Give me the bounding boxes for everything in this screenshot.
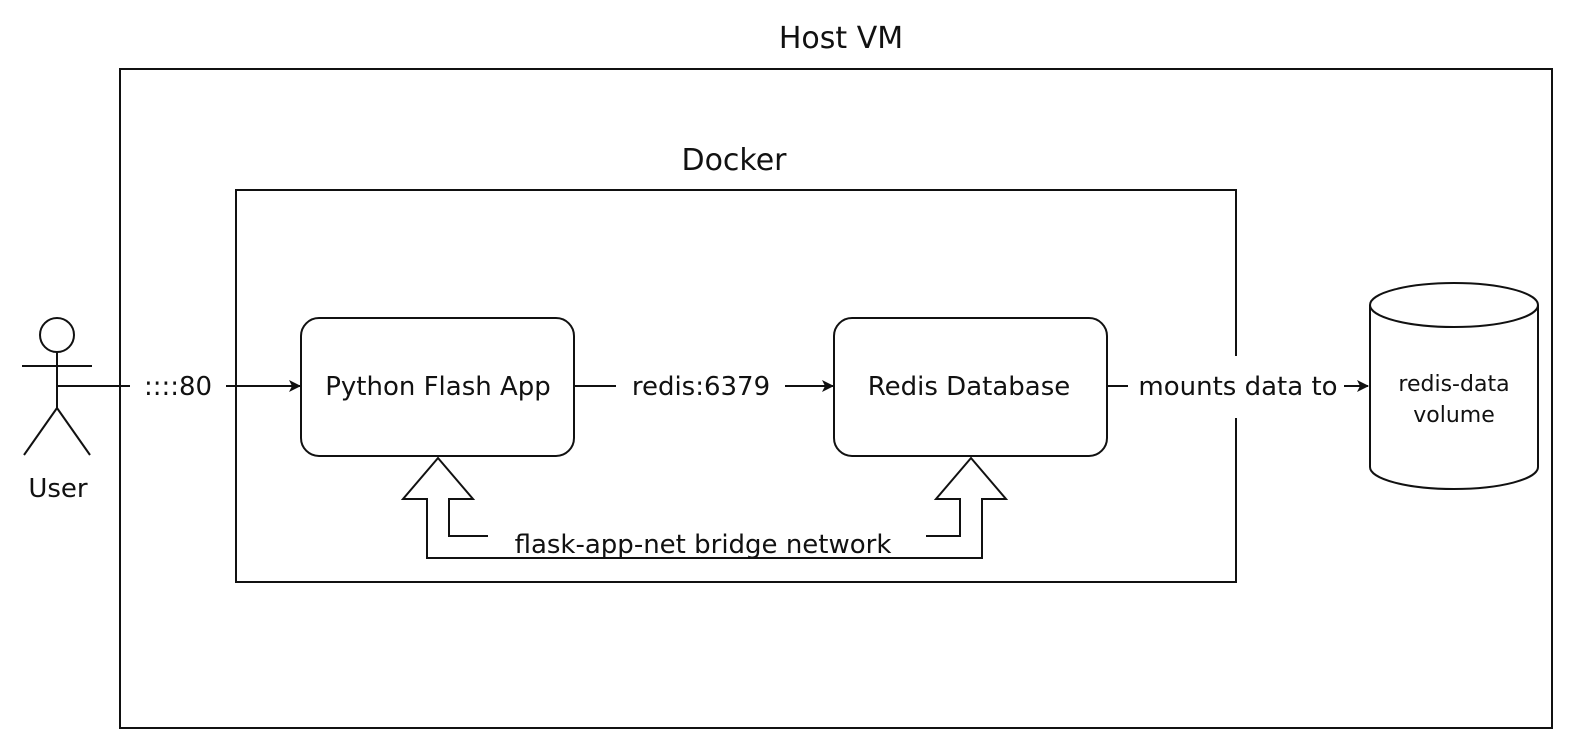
- mount-label: mounts data to: [1138, 372, 1337, 402]
- volume-label-line2: volume: [1413, 403, 1495, 428]
- port-label: ::::80: [144, 372, 212, 402]
- volume-label-line1: redis-data: [1398, 372, 1509, 397]
- network-arrow-left-icon: [400, 456, 926, 559]
- redis-label: Redis Database: [868, 372, 1071, 402]
- user-actor-icon: [22, 317, 92, 456]
- host-vm-label: Host VM: [779, 21, 903, 56]
- network-label: flask-app-net bridge network: [515, 530, 892, 560]
- network-arrow-right-icon: [926, 456, 1009, 559]
- redis-connection-label: redis:6379: [632, 372, 770, 402]
- user-label: User: [28, 474, 88, 504]
- app-label: Python Flash App: [325, 372, 551, 402]
- database-cylinder-icon: [1369, 282, 1539, 490]
- host-vm-box: [119, 68, 1553, 729]
- docker-label: Docker: [681, 143, 787, 178]
- docker-border-gap: [1228, 356, 1244, 418]
